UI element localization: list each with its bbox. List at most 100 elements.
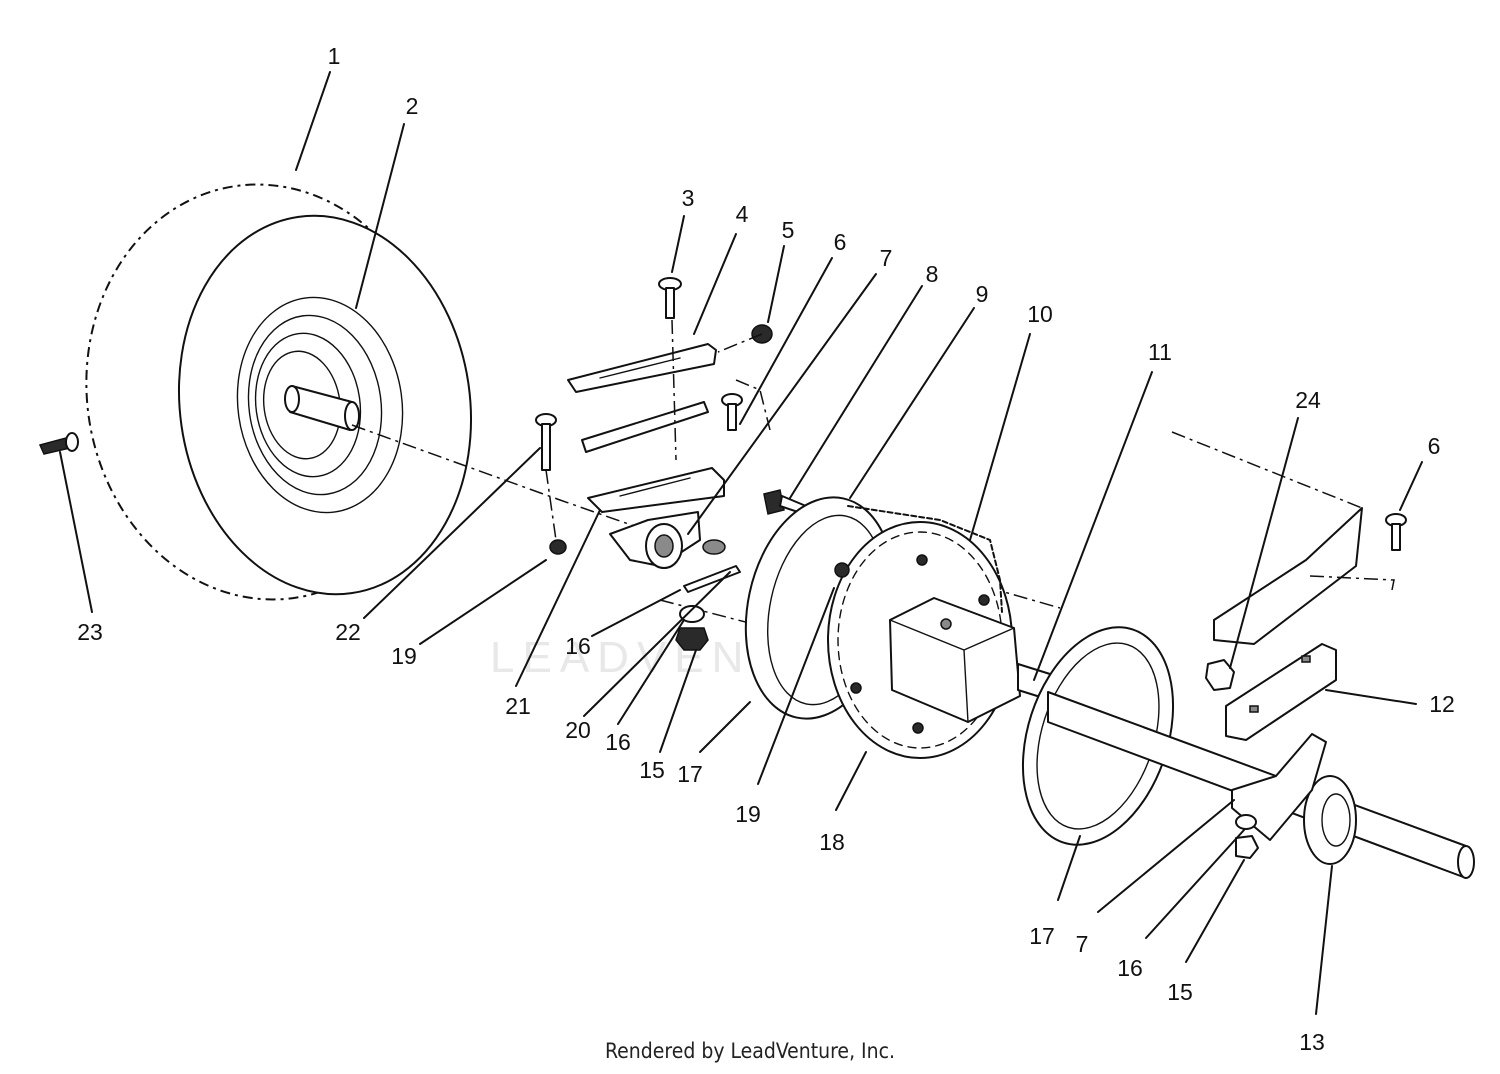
leader-11 xyxy=(1033,371,1153,681)
bracket-hole-1 xyxy=(1249,705,1259,713)
sprocket-hole-3 xyxy=(850,682,862,694)
leader-9 xyxy=(849,307,975,499)
callout-16a: 16 xyxy=(565,633,591,659)
callout-11: 11 xyxy=(1148,339,1172,365)
callout-12: 12 xyxy=(1429,691,1455,717)
leader-6a xyxy=(739,257,833,425)
bolt-3-shank xyxy=(665,287,675,319)
leader-23 xyxy=(59,451,93,613)
leader-13 xyxy=(1315,865,1333,1015)
leader-6b xyxy=(1399,461,1423,511)
frame-top-line xyxy=(1171,431,1363,509)
callout-17b: 17 xyxy=(1029,923,1055,949)
callout-15b: 15 xyxy=(1167,979,1193,1005)
callout-5: 5 xyxy=(782,217,795,243)
gearbox-edges xyxy=(889,619,1015,723)
callout-10: 10 xyxy=(1027,301,1053,327)
sprocket-hole-2 xyxy=(978,594,990,606)
callout-8: 8 xyxy=(926,261,939,287)
washer-16c xyxy=(1235,814,1257,830)
leader-20 xyxy=(583,571,731,717)
leader-19a xyxy=(419,559,547,645)
callout-7b: 7 xyxy=(1076,931,1089,957)
callout-15a: 15 xyxy=(639,757,665,783)
nut-19a xyxy=(549,539,567,555)
gearbox xyxy=(889,597,1021,723)
callout-16c: 16 xyxy=(1117,955,1143,981)
nut-24 xyxy=(1205,659,1235,691)
nut-15 xyxy=(675,627,709,651)
centerline-bolt-22 xyxy=(545,469,557,541)
leader-5 xyxy=(767,245,785,323)
leader-3 xyxy=(671,215,685,273)
callout-21: 21 xyxy=(505,693,531,719)
callouts: 1 2 3 4 5 6 7 8 9 10 11 24 6 12 23 22 19… xyxy=(77,43,1455,1055)
callout-24: 24 xyxy=(1295,387,1321,413)
bracket-assembly xyxy=(535,277,773,651)
leader-7b xyxy=(1097,799,1235,913)
key-20 xyxy=(683,565,741,593)
rim-outer xyxy=(236,296,404,514)
middle-plate xyxy=(581,401,709,453)
bolt-6a-shank xyxy=(727,403,737,431)
lower-bracket xyxy=(587,467,725,513)
callout-6a: 6 xyxy=(834,229,847,255)
hub-face-inner xyxy=(344,401,360,431)
callout-19b: 19 xyxy=(735,801,761,827)
callout-1: 1 xyxy=(328,43,341,69)
leader-8 xyxy=(789,285,923,499)
rim-ring-2 xyxy=(254,332,362,478)
leader-7a xyxy=(687,273,877,535)
frame-bottom-line xyxy=(1309,575,1395,591)
hub-face-outer xyxy=(284,385,300,413)
axle-assembly xyxy=(1021,431,1475,879)
leader-19b xyxy=(757,587,835,785)
washer xyxy=(702,539,726,555)
nut-15b xyxy=(1235,835,1259,859)
leader-15b xyxy=(1185,859,1245,963)
washer-16 xyxy=(679,605,705,623)
callout-18: 18 xyxy=(819,829,845,855)
callout-17a: 17 xyxy=(677,761,703,787)
wheel-assembly xyxy=(38,183,473,601)
valve-cap xyxy=(65,432,79,452)
leader-16c xyxy=(1145,829,1245,939)
upper-bracket-slot xyxy=(599,357,681,379)
callout-9: 9 xyxy=(976,281,989,307)
callout-13: 13 xyxy=(1299,1029,1325,1055)
leader-21 xyxy=(515,509,601,687)
callout-4: 4 xyxy=(736,201,749,227)
leader-17a xyxy=(699,701,751,753)
callout-22: 22 xyxy=(335,619,361,645)
bearing-clamp xyxy=(1231,733,1327,841)
bolt-8-head xyxy=(763,489,785,515)
callout-23: 23 xyxy=(77,619,103,645)
callout-16b: 16 xyxy=(605,729,631,755)
leader-22 xyxy=(363,447,541,619)
callout-6b: 6 xyxy=(1428,433,1441,459)
bearing-bore xyxy=(654,534,674,558)
frame-box xyxy=(1213,507,1363,645)
sprocket-hole-4 xyxy=(912,722,924,734)
leader-17b xyxy=(1057,835,1081,901)
axle-end xyxy=(1457,845,1475,879)
callout-7a: 7 xyxy=(880,245,893,271)
leader-15a xyxy=(659,649,697,753)
mount-bracket xyxy=(1225,643,1337,741)
leader-18 xyxy=(835,751,867,811)
callout-20: 20 xyxy=(565,717,591,743)
leader-24 xyxy=(1229,417,1299,669)
lower-bracket-slot xyxy=(619,477,691,497)
centerline-nut-5 xyxy=(717,333,763,353)
sprocket-hole-1 xyxy=(916,554,928,566)
drive-assembly xyxy=(744,489,1051,759)
callout-2: 2 xyxy=(406,93,419,119)
gearbox-plug xyxy=(940,618,952,630)
footer-credit: Rendered by LeadVenture, Inc. xyxy=(605,1039,895,1063)
centerline-wheel xyxy=(351,424,641,529)
leader-2 xyxy=(355,123,405,309)
nut-19b xyxy=(834,562,850,578)
leader-12 xyxy=(1325,689,1417,705)
centerline-bolt-6a xyxy=(735,379,771,431)
